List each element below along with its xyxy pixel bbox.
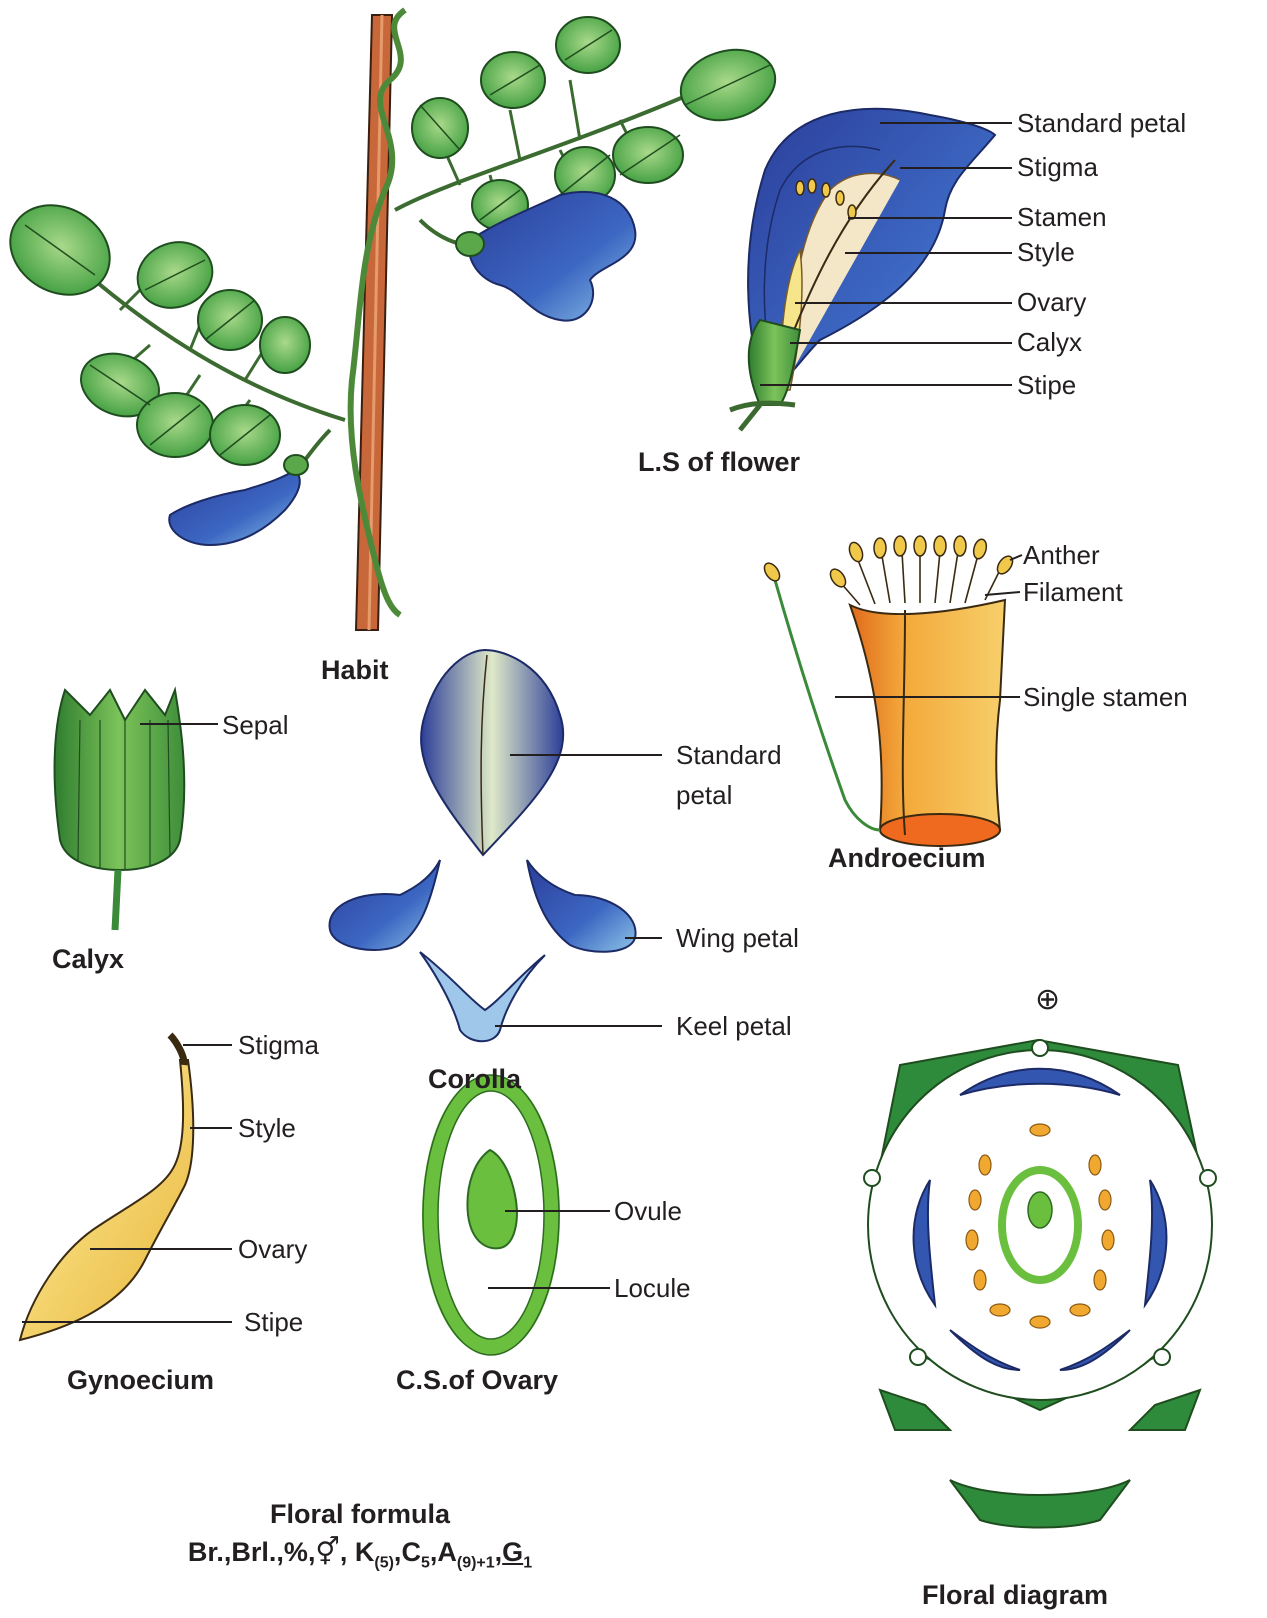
caption-gynoecium: Gynoecium	[67, 1365, 214, 1395]
formula-a: A	[437, 1537, 457, 1567]
formula-a-sub: (9)+1	[457, 1554, 495, 1571]
label-standard-petal-line2: petal	[676, 780, 732, 810]
wing-petal-left	[330, 860, 440, 950]
caption-androecium: Androecium	[828, 843, 986, 873]
label-ovary-ls: Ovary	[1017, 287, 1086, 317]
androecium-illustration	[761, 536, 1015, 846]
floral-formula-title: Floral formula	[150, 1495, 570, 1533]
label-style-ls: Style	[1017, 237, 1075, 267]
formula-sex-symbol: ⚥	[315, 1537, 339, 1567]
formula-g-sub: 1	[523, 1554, 532, 1571]
floral-formula-expression: Br.,Brl.,%,⚥, K(5),C5,A(9)+1,G1	[150, 1533, 570, 1582]
habit-illustration	[0, 10, 783, 630]
standard-petal-shape	[421, 650, 563, 855]
caption-floral-diagram: Floral diagram	[922, 1580, 1108, 1610]
label-style-g: Style	[238, 1113, 296, 1143]
ls-flower-illustration	[730, 109, 995, 430]
cs-ovary-illustration	[423, 1075, 559, 1355]
keel-petal-shape	[420, 952, 545, 1041]
label-stigma-ls: Stigma	[1017, 152, 1098, 182]
label-locule: Locule	[614, 1273, 691, 1303]
label-ovary-g: Ovary	[238, 1234, 307, 1264]
calyx-illustration	[55, 690, 185, 930]
gynoecium-illustration	[20, 1035, 193, 1340]
formula-c-sub: 5	[421, 1554, 430, 1571]
habit-flower-lower	[169, 470, 300, 545]
floral-formula: Floral formula Br.,Brl.,%,⚥, K(5),C5,A(9…	[150, 1495, 570, 1582]
formula-k-sub: (5)	[374, 1554, 394, 1571]
caption-habit: Habit	[321, 655, 389, 685]
floral-diagram-symbol: ⊕	[1035, 985, 1060, 1015]
label-stigma-g: Stigma	[238, 1030, 319, 1060]
caption-cs-ovary: C.S.of Ovary	[396, 1365, 558, 1395]
label-sepal: Sepal	[222, 710, 289, 740]
label-stipe-g: Stipe	[244, 1307, 303, 1337]
label-ovule: Ovule	[614, 1196, 682, 1226]
corolla-illustration	[330, 650, 636, 1041]
caption-calyx: Calyx	[52, 944, 124, 974]
floral-diagram-illustration	[864, 1040, 1216, 1528]
wing-petal-right	[527, 860, 636, 952]
formula-c: C	[401, 1537, 421, 1567]
label-stipe-ls: Stipe	[1017, 370, 1076, 400]
formula-prefix: Br.,Brl.,%,	[188, 1537, 316, 1567]
formula-g: G	[502, 1537, 523, 1567]
label-anther: Anther	[1023, 540, 1100, 570]
label-single-stamen: Single stamen	[1023, 682, 1188, 712]
label-standard-petal-ls: Standard petal	[1017, 108, 1186, 138]
ovule-shape	[467, 1150, 516, 1248]
label-wing-petal: Wing petal	[676, 923, 799, 953]
formula-k: K	[355, 1537, 375, 1567]
caption-ls-flower: L.S of flower	[638, 447, 800, 477]
caption-corolla: Corolla	[428, 1064, 521, 1094]
label-filament: Filament	[1023, 577, 1123, 607]
label-keel-petal: Keel petal	[676, 1011, 792, 1041]
label-standard-petal-line1: Standard	[676, 740, 782, 770]
label-stamen-ls: Stamen	[1017, 202, 1107, 232]
label-calyx-ls: Calyx	[1017, 327, 1082, 357]
